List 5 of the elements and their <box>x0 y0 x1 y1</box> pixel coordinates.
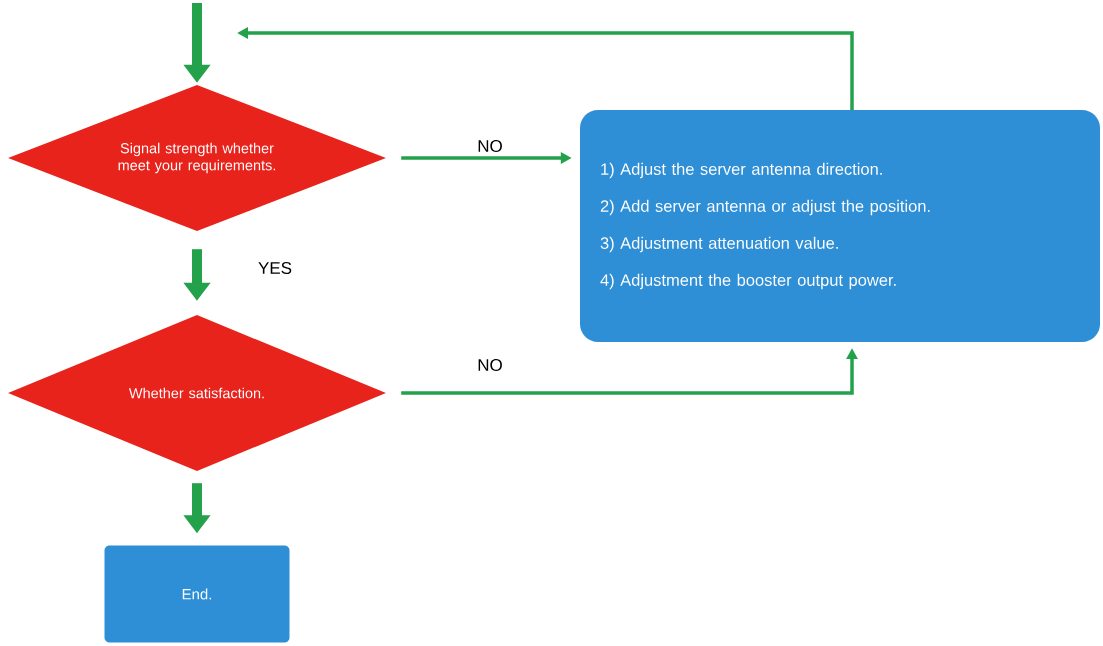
edge-label: YES <box>256 260 294 276</box>
edge-label: NO <box>475 138 505 154</box>
process-box: 1) Adjust the server antenna direction. 2) Add server antenna or adjust the position. 3) Adjustment attenuation value. 4) Adjustment the booster output power. <box>580 110 1100 342</box>
end-box: End. <box>104 545 290 643</box>
edge-label: NO <box>475 357 505 373</box>
